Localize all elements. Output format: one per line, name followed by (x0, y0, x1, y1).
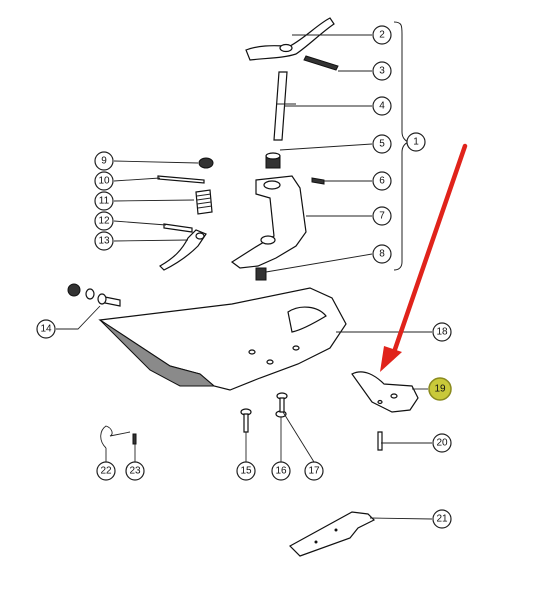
svg-text:17: 17 (308, 466, 320, 477)
callout-16: 16 (271, 461, 291, 481)
callout-4: 4 (372, 96, 392, 116)
svg-text:16: 16 (275, 466, 287, 477)
part-pin-23 (132, 433, 137, 445)
callout-12: 12 (94, 211, 114, 231)
svg-text:7: 7 (379, 211, 385, 222)
part-lever-arm (245, 17, 335, 61)
svg-text:6: 6 (379, 176, 385, 187)
part-shaft (273, 71, 296, 141)
callout-5: 5 (372, 134, 392, 154)
svg-text:10: 10 (98, 176, 110, 187)
svg-text:3: 3 (379, 66, 385, 77)
part-spring-clip-22 (100, 425, 131, 449)
svg-text:13: 13 (98, 236, 110, 247)
svg-text:19: 19 (434, 384, 446, 395)
part-lever-13 (159, 229, 207, 271)
svg-text:18: 18 (436, 327, 448, 338)
part-spring-11 (195, 189, 213, 215)
callout-22: 22 (96, 461, 116, 481)
part-bolt-17 (276, 392, 288, 413)
part-pin-20 (377, 431, 383, 451)
svg-text:9: 9 (101, 156, 107, 167)
svg-text:15: 15 (240, 466, 252, 477)
svg-text:23: 23 (129, 466, 141, 477)
callout-3: 3 (372, 61, 392, 81)
part-nut-5 (265, 152, 281, 169)
part-screw-15 (240, 408, 252, 433)
part-pin-3 (303, 55, 339, 71)
callout-9: 9 (94, 151, 114, 171)
svg-text:8: 8 (379, 249, 385, 260)
part-pin-12 (163, 223, 193, 233)
part-bracket (230, 175, 307, 269)
callout-23: 23 (125, 461, 145, 481)
svg-text:12: 12 (98, 216, 110, 227)
callout-11: 11 (94, 191, 114, 211)
svg-text:11: 11 (99, 196, 110, 207)
callout-8: 8 (372, 244, 392, 264)
part-nut-9 (198, 157, 214, 169)
svg-text:4: 4 (379, 101, 385, 112)
callout-10: 10 (94, 171, 114, 191)
callout-6: 6 (372, 171, 392, 191)
red-arrow-indicator (380, 143, 468, 372)
leader-lines (56, 34, 433, 520)
part-base-plate (98, 287, 347, 391)
callout-13: 13 (94, 231, 114, 251)
svg-text:5: 5 (379, 139, 385, 150)
callout-18: 18 (432, 322, 452, 342)
svg-text:1: 1 (413, 137, 419, 148)
part-pin-10 (157, 175, 205, 184)
callout-2: 2 (372, 25, 392, 45)
callout-14: 14 (36, 319, 56, 339)
part-plate-19 (351, 371, 419, 413)
part-screw-14 (67, 283, 121, 307)
part-strip-21 (289, 511, 376, 557)
callout-1: 1 (406, 132, 426, 152)
svg-text:2: 2 (379, 30, 385, 41)
svg-text:14: 14 (40, 324, 52, 335)
callout-19: 19 (428, 377, 452, 401)
callout-17: 17 (304, 461, 324, 481)
part-bushing-8 (255, 267, 267, 281)
svg-text:21: 21 (436, 514, 448, 525)
svg-text:20: 20 (436, 438, 448, 449)
callout-7: 7 (372, 206, 392, 226)
callout-15: 15 (236, 461, 256, 481)
part-screw-6 (311, 177, 325, 185)
callout-20: 20 (432, 433, 452, 453)
callout-21: 21 (432, 509, 452, 529)
svg-text:22: 22 (100, 466, 112, 477)
